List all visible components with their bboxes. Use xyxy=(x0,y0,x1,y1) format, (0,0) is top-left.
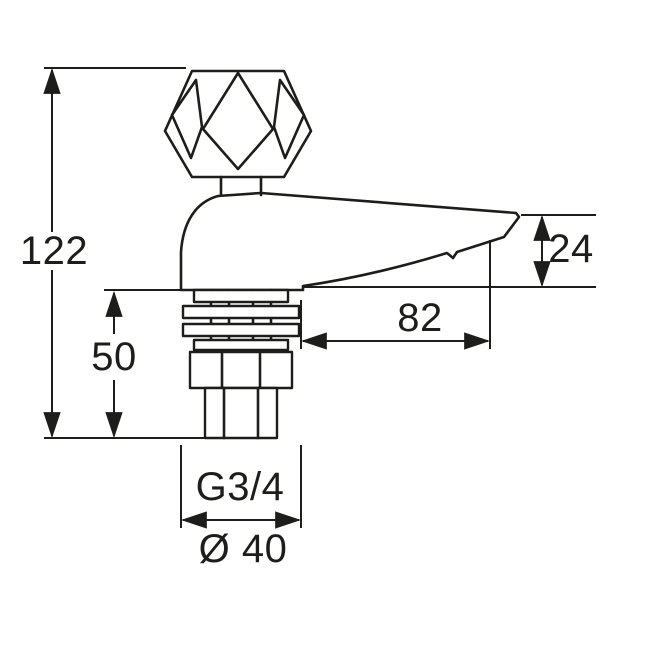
body-spout-outline xyxy=(179,191,521,292)
faucet-body-spout xyxy=(179,191,521,292)
dim-total-height-label: 122 xyxy=(20,229,88,273)
faucet-handle xyxy=(163,69,313,179)
top-plate xyxy=(192,288,290,304)
threaded-tail xyxy=(203,386,279,440)
backnut xyxy=(188,350,294,390)
flange-washer-2 xyxy=(181,322,301,338)
dim-spout-reach-label: 82 xyxy=(397,296,443,340)
handle-center-facet xyxy=(201,71,275,171)
handle-left-facet xyxy=(170,78,204,160)
dim-base-diameter-label: Ø 40 xyxy=(199,527,288,571)
dimension-spout-reach: 82 xyxy=(300,296,491,350)
spacer-washer xyxy=(192,338,290,352)
flange-washer-1 xyxy=(181,304,301,320)
faucet-shank xyxy=(181,288,301,440)
dim-shank-height-label: 50 xyxy=(91,335,137,379)
dimension-total-height: 122 xyxy=(20,67,88,439)
dimension-base-diameter: Ø 40 xyxy=(180,511,302,571)
dim-thread-size-label: G3/4 xyxy=(196,465,285,509)
handle-outline xyxy=(163,69,313,179)
dimension-spout-end-height: 24 xyxy=(533,214,594,288)
dim-spout-end-height-label: 24 xyxy=(548,227,594,271)
dimension-thread-size: G3/4 xyxy=(196,465,285,509)
dimension-shank-height: 50 xyxy=(91,290,137,439)
extension-lines xyxy=(44,67,596,528)
handle-right-facet xyxy=(272,78,306,160)
